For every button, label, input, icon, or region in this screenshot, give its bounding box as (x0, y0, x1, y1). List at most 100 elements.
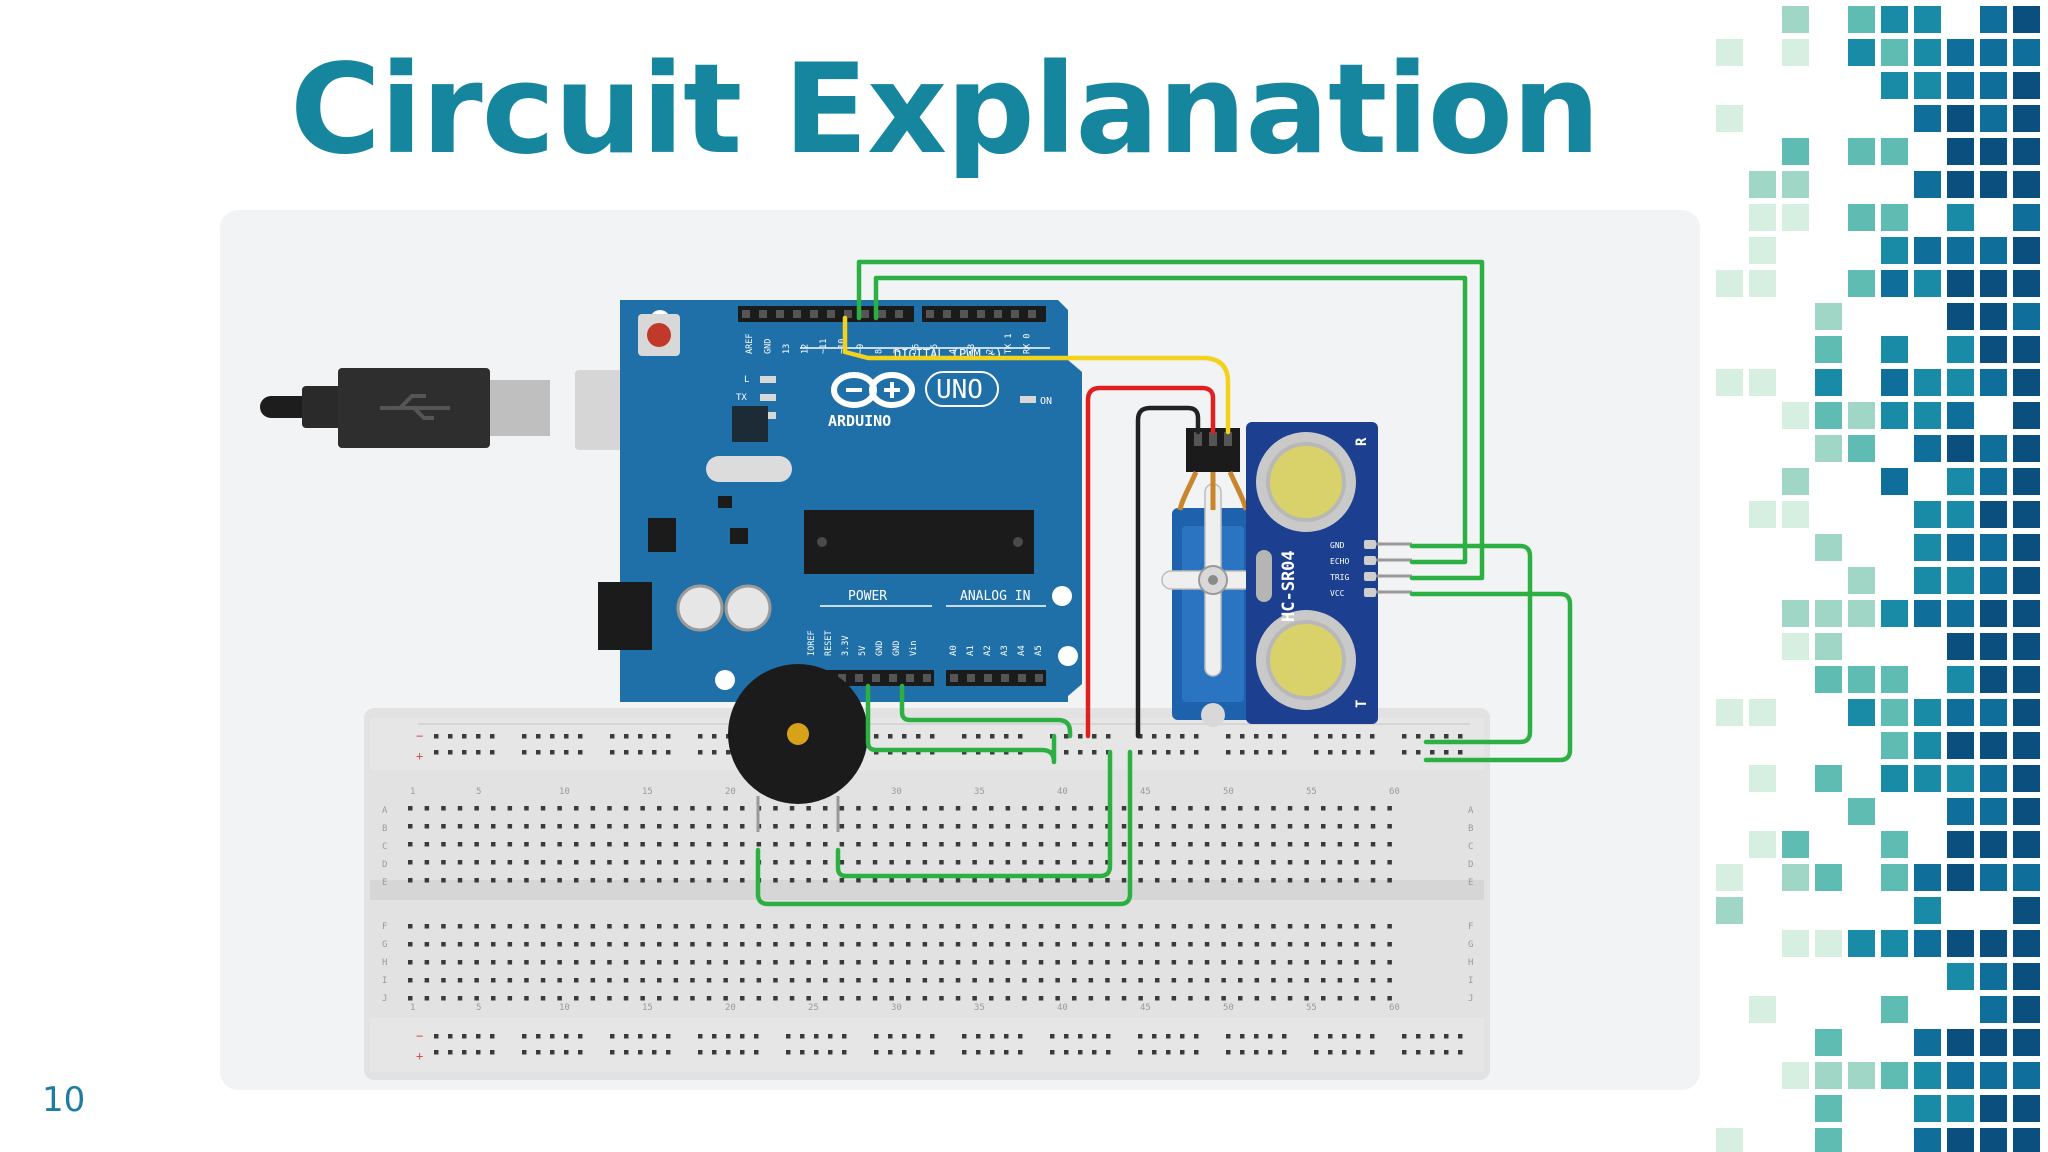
breadboard-hole (1287, 878, 1293, 883)
breadboard-hole (640, 978, 645, 983)
breadboard-hole (922, 842, 928, 847)
breadboard-row-letter: C (1468, 842, 1473, 852)
breadboard-hole (989, 806, 994, 811)
breadboard-hole (690, 978, 695, 983)
breadboard-hole (1221, 942, 1226, 947)
breadboard-hole (474, 996, 479, 1001)
mosaic-tile (1947, 963, 1974, 990)
rail-hole (1444, 734, 1449, 739)
breadboard-hole (839, 824, 845, 829)
breadboard-hole (590, 824, 596, 829)
rail-hole (1240, 750, 1245, 755)
breadboard-hole (640, 878, 645, 883)
breadboard-hole (773, 942, 778, 947)
breadboard-hole (1138, 806, 1143, 811)
mosaic-tile (1914, 501, 1941, 528)
breadboard-hole (1370, 942, 1376, 947)
breadboard-hole (789, 978, 795, 983)
mosaic-tile (2013, 171, 2040, 198)
sensor-pin (1364, 572, 1376, 581)
mosaic-tile (1848, 138, 1875, 165)
rail-hole (786, 1034, 791, 1039)
breadboard-hole (856, 806, 861, 811)
breadboard-hole (1370, 924, 1376, 929)
breadboard-hole (1171, 878, 1177, 883)
led-indicator (760, 376, 776, 383)
breadboard-hole (939, 960, 944, 965)
breadboard-hole (690, 942, 695, 947)
breadboard-hole (1088, 842, 1094, 847)
breadboard-hole (872, 878, 878, 883)
header-pin (889, 674, 897, 682)
rail-hole (976, 1050, 981, 1055)
breadboard-hole (872, 860, 878, 865)
rail-hole (1180, 750, 1185, 755)
mosaic-tile (1947, 270, 1974, 297)
top-pin-label: 7 (893, 349, 903, 354)
mosaic-tile (1782, 831, 1809, 858)
breadboard-hole (574, 978, 579, 983)
breadboard-hole (574, 806, 579, 811)
breadboard-hole (623, 924, 629, 929)
breadboard-hole (673, 806, 679, 811)
rail-hole (652, 734, 657, 739)
breadboard-hole (1304, 860, 1309, 865)
breadboard-hole (1271, 860, 1276, 865)
breadboard-hole (955, 996, 961, 1001)
top-pin-label: ~11 (819, 339, 829, 354)
breadboard-hole (474, 842, 479, 847)
breadboard-hole (723, 824, 728, 829)
breadboard-hole (1221, 960, 1226, 965)
breadboard-hole (806, 806, 811, 811)
breadboard-hole (1155, 978, 1160, 983)
mosaic-tile (1848, 39, 1875, 66)
breadboard-hole (1238, 960, 1243, 965)
breadboard-hole (1038, 860, 1044, 865)
top-pin-label: ~5 (930, 344, 940, 354)
breadboard-hole (1155, 942, 1160, 947)
mosaic-tile (1980, 963, 2007, 990)
breadboard-hole (474, 978, 479, 983)
breadboard-hole (1287, 806, 1293, 811)
mosaic-tile (1815, 402, 1842, 429)
breadboard-hole (1138, 878, 1143, 883)
rail-hole (1166, 1050, 1171, 1055)
breadboard-hole (872, 924, 878, 929)
breadboard-hole (1287, 860, 1293, 865)
breadboard-hole (922, 806, 928, 811)
breadboard-hole (906, 824, 911, 829)
breadboard-hole (524, 806, 529, 811)
breadboard-hole (1370, 824, 1376, 829)
rail-hole (610, 734, 615, 739)
breadboard-hole (906, 806, 911, 811)
arduino-uno-board: DIGITAL (PWM ~) ARDUINO UNO LTXRX ON POW… (598, 300, 1082, 702)
breadboard-hole (1155, 842, 1160, 847)
rail-hole (1018, 734, 1023, 739)
arduino-logo-right-loop (869, 372, 915, 408)
rail-hole (888, 1050, 893, 1055)
breadboard-hole (856, 942, 861, 947)
header-pin (923, 674, 931, 682)
breadboard-hole (408, 824, 413, 829)
breadboard-hole (690, 806, 695, 811)
mosaic-tile (2013, 831, 2040, 858)
breadboard-hole (1204, 824, 1210, 829)
header-pin (1028, 310, 1036, 318)
mosaic-tile (1782, 600, 1809, 627)
breadboard-hole (839, 978, 845, 983)
breadboard-hole (590, 860, 596, 865)
breadboard-hole (939, 996, 944, 1001)
breadboard-hole (1121, 842, 1127, 847)
breadboard-hole (491, 960, 496, 965)
wire-green-5v-rail (865, 683, 1057, 765)
breadboard-hole (1254, 960, 1260, 965)
rail-hole (1226, 750, 1231, 755)
mosaic-tile (2013, 930, 2040, 957)
rail-hole (1444, 1050, 1449, 1055)
mosaic-tile (1980, 171, 2007, 198)
mosaic-tile (1947, 666, 1974, 693)
breadboard-hole (1072, 878, 1077, 883)
rail-hole (490, 734, 495, 739)
rail-hole (522, 1050, 527, 1055)
breadboard-hole (889, 960, 894, 965)
